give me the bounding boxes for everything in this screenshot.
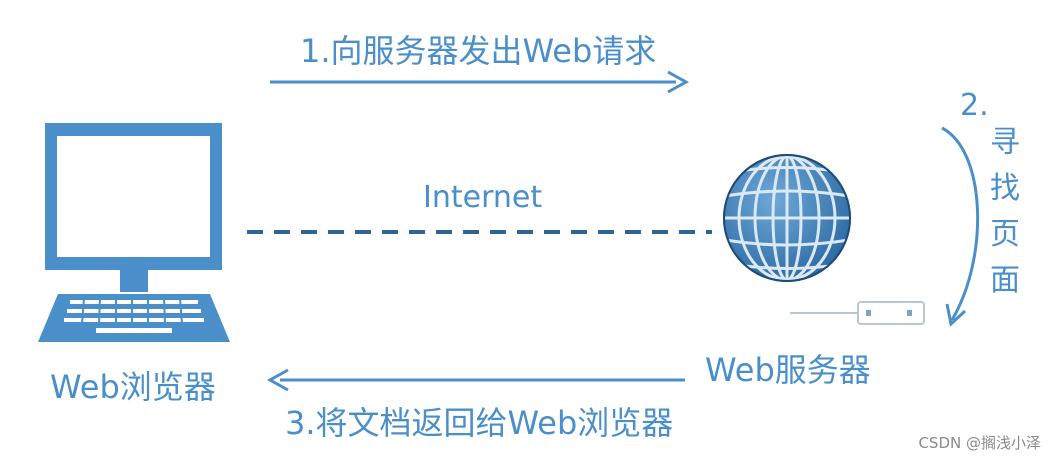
find-page-char: 寻 [990,125,1020,160]
internet-label: Internet [423,180,543,215]
find-page-step-label: 寻 找 页 面 [985,120,1025,304]
response-arrow [266,368,685,392]
browser-label: Web浏览器 [50,368,216,406]
request-step-label: 1.向服务器发出Web请求 [300,32,657,70]
find-page-arrow [941,126,980,327]
server-label: Web服务器 [705,351,871,389]
watermark: CSDN @搁浅小泽 [918,434,1041,452]
find-page-char: 页 [990,217,1020,252]
network-cable-icon [790,301,925,325]
computer-icon [38,123,230,342]
find-page-char: 找 [990,171,1020,206]
globe-server-icon [723,154,851,282]
response-step-label: 3.将文档返回给Web浏览器 [285,404,674,442]
find-page-step-number: 2. [960,88,989,123]
find-page-char: 面 [990,263,1020,298]
request-arrow [270,70,690,94]
